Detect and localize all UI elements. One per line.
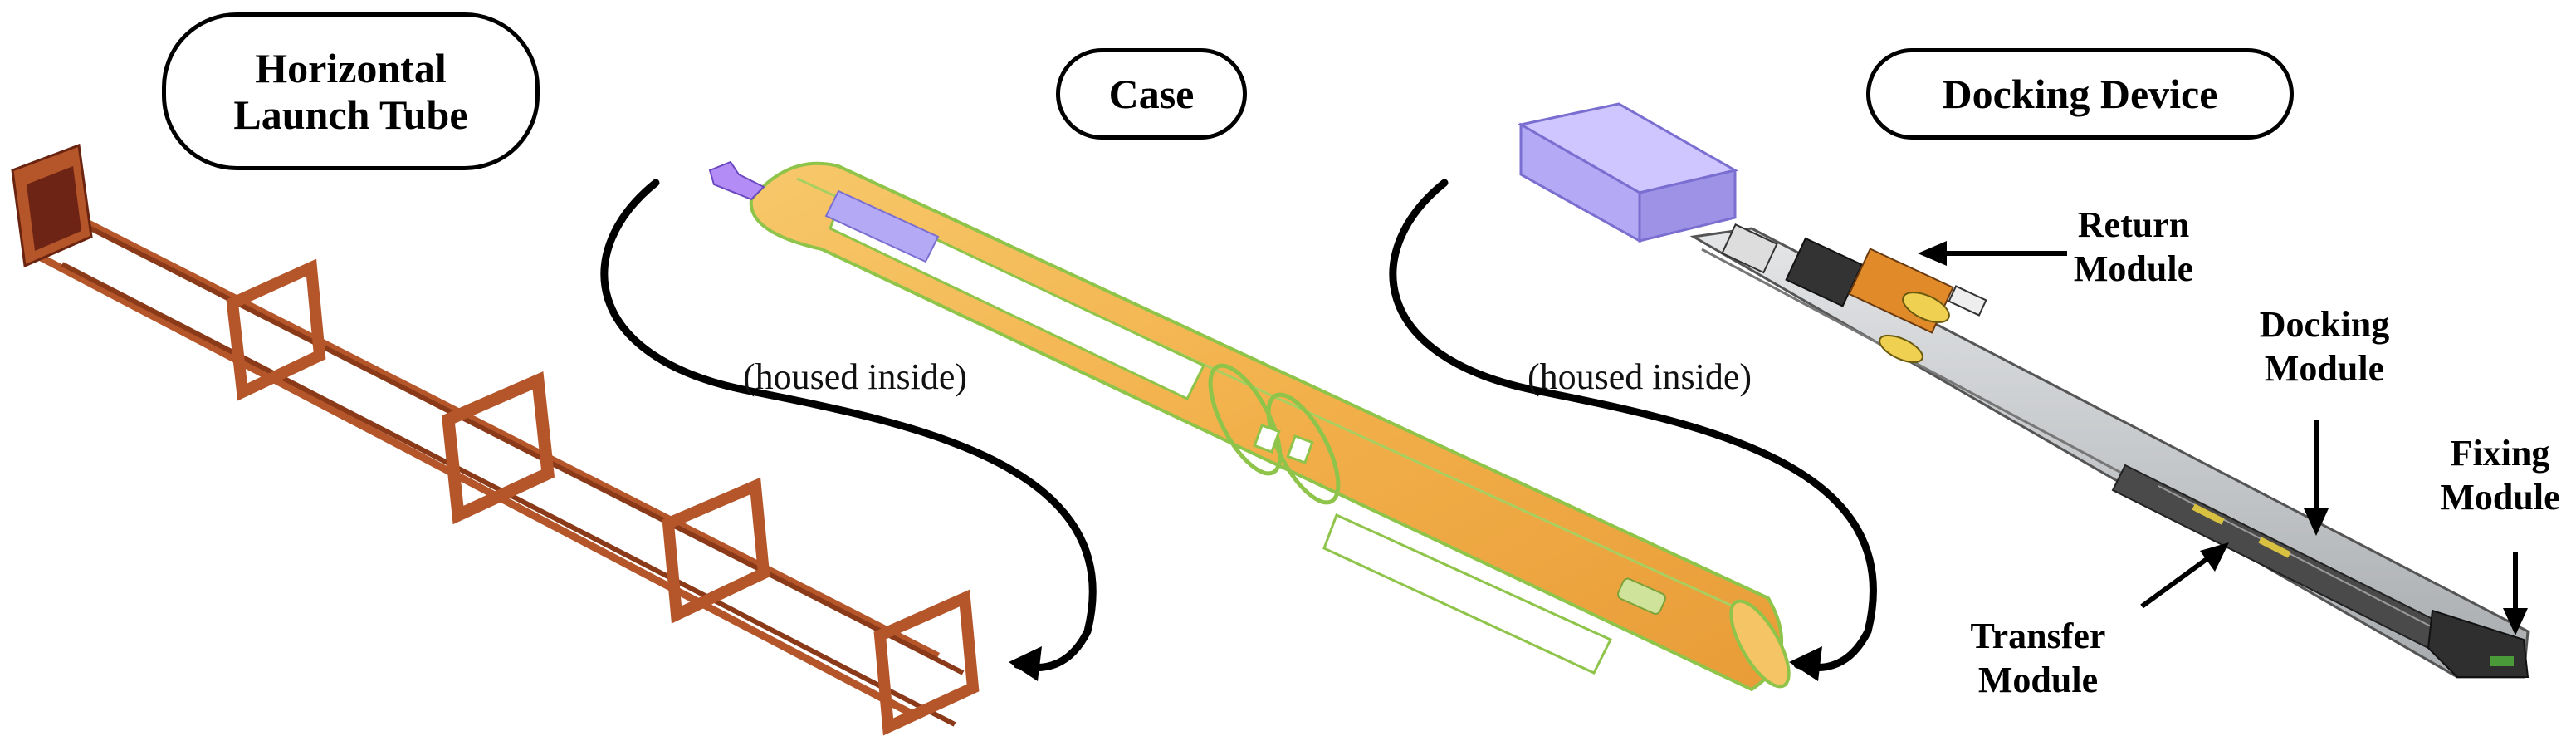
launch-tube-frame [662, 477, 770, 624]
transfer-module-label-line2: Module [1977, 659, 2099, 700]
launch-tube-end-plate [11, 143, 93, 268]
docking-module-label-line1: Docking [2259, 304, 2390, 345]
return-module-label: Return Module [2051, 204, 2217, 292]
return-module-label-line1: Return [2077, 204, 2190, 245]
transfer-module-arrow [2140, 542, 2229, 609]
return-module-label-line2: Module [2073, 248, 2194, 289]
return-module-arrow [1918, 241, 2067, 266]
docking-device-title-text: Docking Device [1942, 71, 2218, 117]
launch-tube-frame [441, 371, 555, 525]
return-module-parts [1721, 223, 1987, 364]
case-title-text: Case [1108, 71, 1195, 117]
docking-module-label: Docking Module [2233, 303, 2416, 391]
docking-module-label-line2: Module [2264, 347, 2385, 389]
launch-tube-title-line1: Horizontal [255, 45, 447, 91]
launch-tube-title: Horizontal Launch Tube [162, 12, 540, 170]
launch-tube-frame [226, 258, 326, 401]
housed-inside-arrow-left [600, 179, 1097, 681]
fixing-module-label: Fixing Module [2424, 432, 2576, 520]
battery-box [1517, 102, 1739, 243]
docking-device-title: Docking Device [1866, 48, 2294, 140]
case-title: Case [1056, 48, 1247, 140]
launch-tube-illustration [11, 143, 980, 736]
docking-device-illustration [1517, 102, 2530, 679]
housed-inside-note-left: (housed inside) [743, 356, 968, 397]
launch-tube-title-line2: Launch Tube [233, 91, 468, 138]
housed-inside-note-right: (housed inside) [1528, 356, 1752, 397]
transfer-module-label: Transfer Module [1947, 615, 2129, 703]
housed-inside-arrow-right [1389, 179, 1877, 681]
docking-module-arrow [2304, 420, 2329, 536]
case-illustration [708, 160, 1791, 692]
fixing-module-label-line2: Module [2440, 476, 2560, 518]
transfer-module-label-line1: Transfer [1970, 616, 2106, 656]
fixing-module-arrow [2503, 552, 2528, 635]
fixing-module-label-line1: Fixing [2450, 433, 2550, 474]
launch-tube-frame [873, 589, 980, 736]
